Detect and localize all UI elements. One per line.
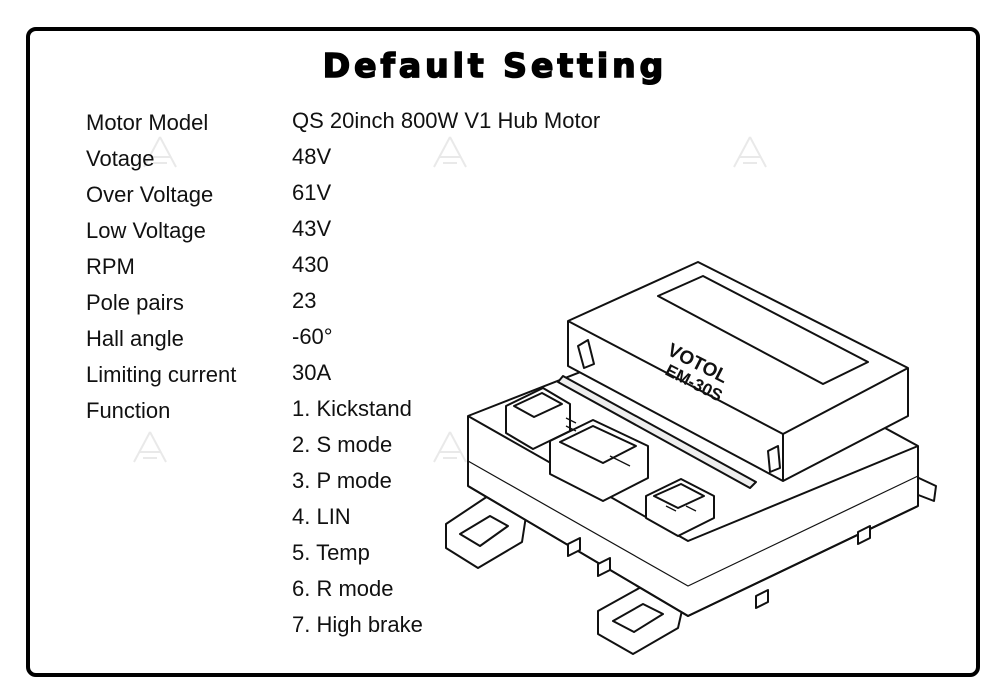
spec-label-votage: Votage: [86, 146, 155, 171]
spec-label-low-voltage: Low Voltage: [86, 218, 206, 243]
page-title: Default Setting: [322, 45, 668, 86]
watermark-icon: [733, 136, 767, 168]
function-item: 4. LIN: [292, 504, 351, 529]
spec-value-rpm: 430: [292, 252, 329, 277]
spec-value-pole-pairs: 23: [292, 288, 317, 313]
spec-label-over-voltage: Over Voltage: [86, 182, 214, 207]
spec-value-limiting-current: 30A: [292, 360, 332, 385]
watermark-icon: [433, 431, 467, 463]
spec-value-over-voltage: 61V: [292, 180, 332, 205]
function-item: 5. Temp: [292, 540, 370, 565]
function-item: 6. R mode: [292, 576, 394, 601]
border-frame: [26, 27, 980, 677]
watermark-icon: [433, 136, 467, 168]
watermark-icon: [143, 136, 177, 168]
spec-label-function: Function: [86, 398, 171, 423]
spec-value-low-voltage: 43V: [292, 216, 332, 241]
spec-label-motor-model: Motor Model: [86, 110, 209, 135]
function-item: 1. Kickstand: [292, 396, 412, 421]
spec-value-hall-angle: -60°: [292, 324, 333, 349]
function-item: 2. S mode: [292, 432, 393, 457]
spec-label-pole-pairs: Pole pairs: [86, 290, 184, 315]
function-item: 3. P mode: [292, 468, 392, 493]
watermark-icon: [133, 431, 167, 463]
spec-value-motor-model: QS 20inch 800W V1 Hub Motor: [292, 108, 601, 133]
function-item: 7. High brake: [292, 612, 423, 637]
spec-label-limiting-current: Limiting current: [86, 362, 237, 387]
controller-illustration: VOTOL EM-30S: [445, 261, 937, 655]
spec-label-rpm: RPM: [86, 254, 135, 279]
spec-value-votage: 48V: [292, 144, 332, 169]
spec-label-hall-angle: Hall angle: [86, 326, 184, 351]
